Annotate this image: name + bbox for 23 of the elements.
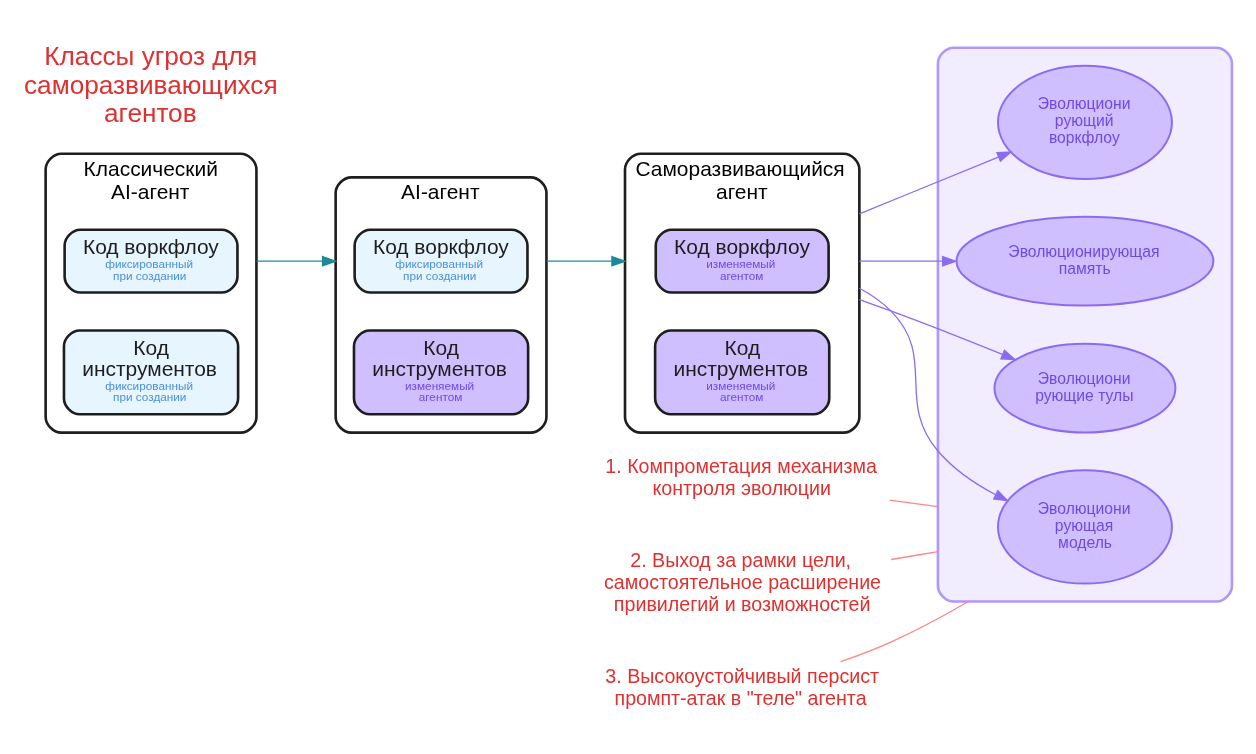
node-ellipse: Эволюциони рующие тулы	[993, 342, 1177, 434]
arrow	[858, 298, 1017, 361]
connector	[889, 499, 939, 508]
arrow	[255, 255, 338, 267]
node-box: Код инструментов фиксированный при создании	[62, 329, 240, 416]
node-text: 2. Выход за рамки цели, самостоятельное расширение привилегий и возможностей	[604, 548, 882, 616]
label: Классы угроз для саморазвивающихся агентов	[24, 40, 278, 129]
connector	[839, 600, 970, 663]
arrow	[545, 255, 627, 267]
node-box: Код инструментов изменяемый агентом	[653, 329, 831, 416]
node-text: 1. Компрометация механизма контроля эволюции	[605, 455, 877, 500]
node-text: 3. Высокоустойчивый персист промпт-атак в "теле" агента	[605, 664, 880, 709]
arrow	[858, 287, 1010, 502]
node-box: Код воркфлоу фиксированный при создании	[63, 228, 239, 294]
cluster	[936, 46, 1234, 603]
node-ellipse: Эволюциони рующая модель	[997, 469, 1173, 585]
arrow	[858, 151, 1013, 215]
node-box: Код инструментов изменяемый агентом	[352, 329, 530, 416]
arrow	[858, 255, 958, 267]
node-ellipse: Эволюционирующая память	[955, 215, 1215, 307]
node-box: Код воркфлоу фиксированный при создании	[353, 228, 529, 294]
connector	[890, 550, 939, 561]
node-box: Код воркфлоу изменяемый агентом	[654, 228, 830, 294]
